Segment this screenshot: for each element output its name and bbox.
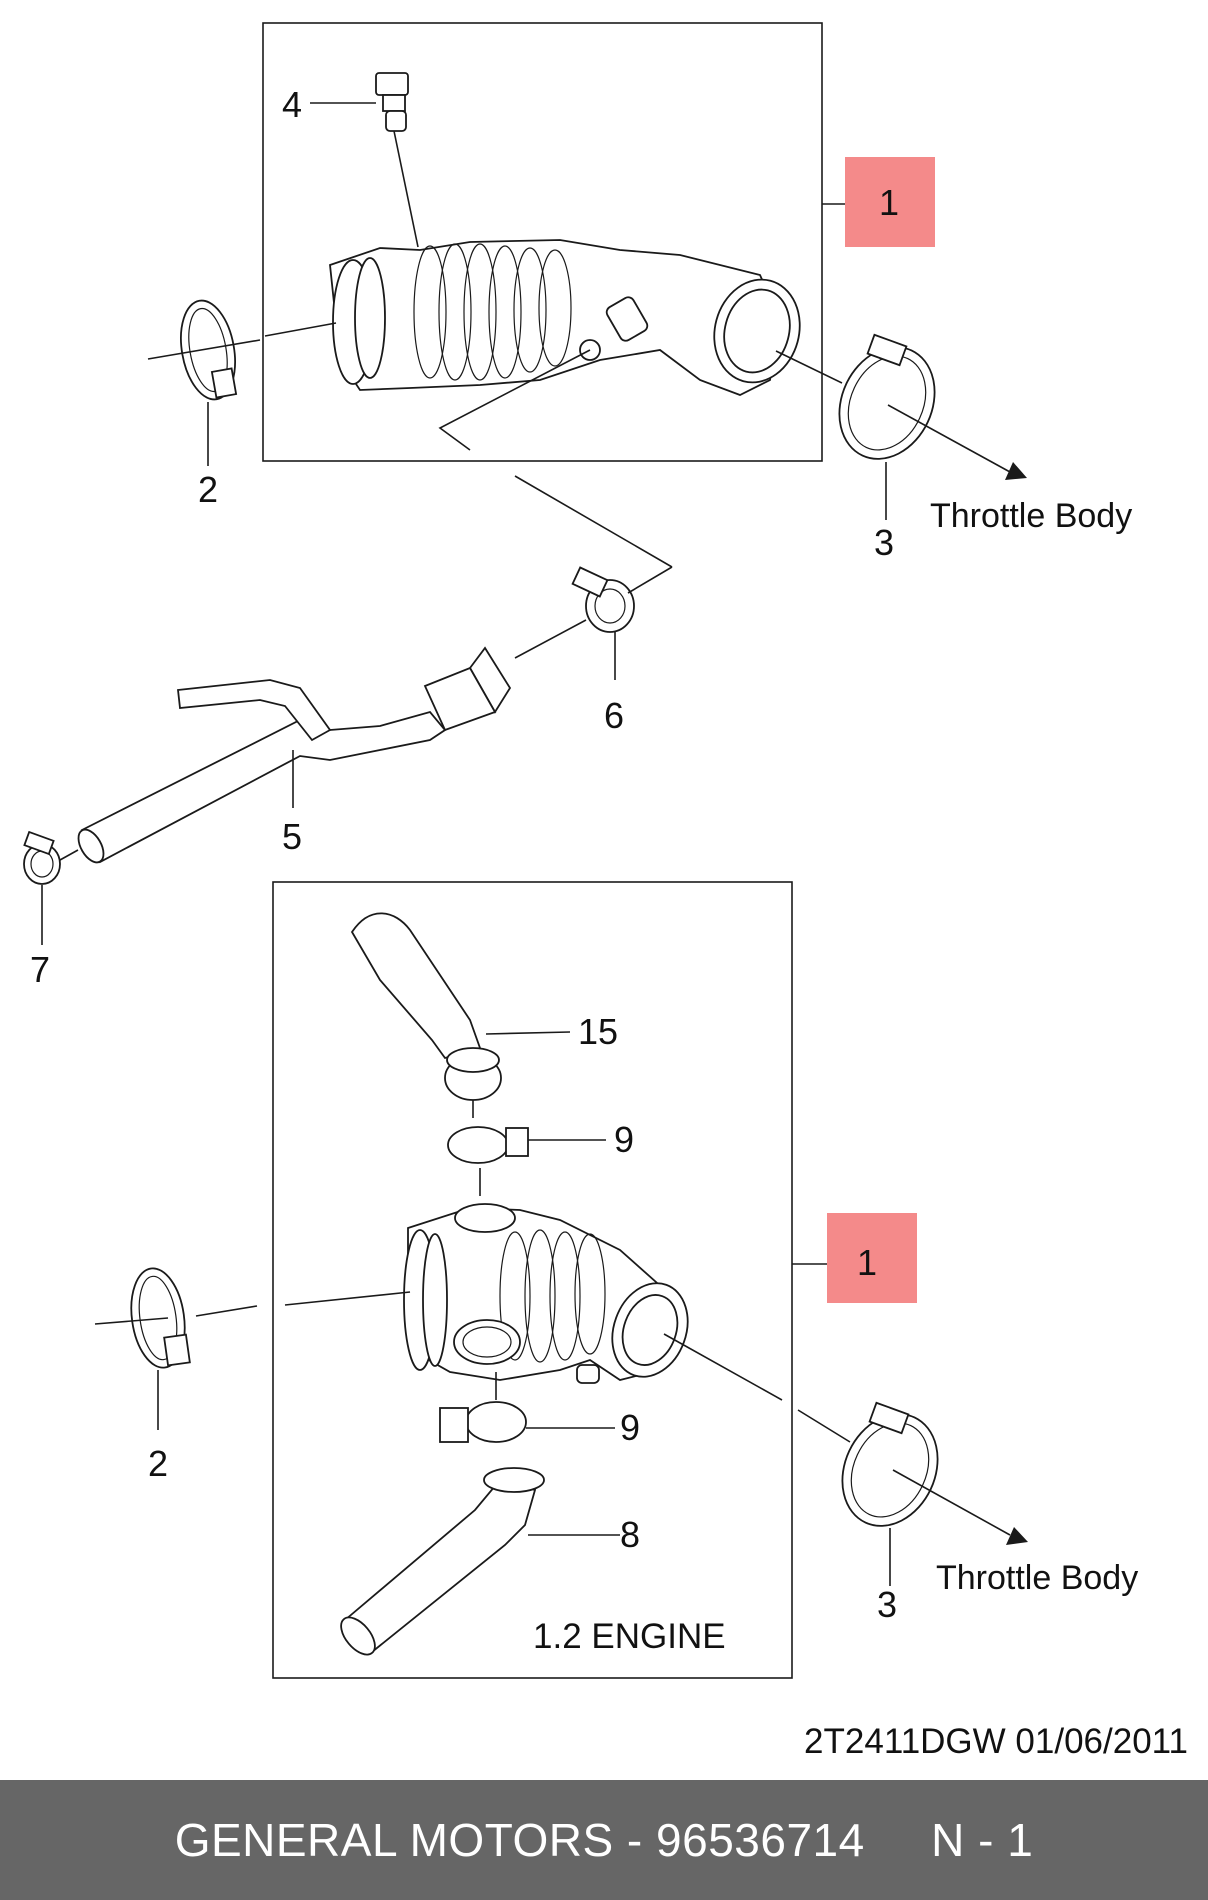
intake-hose-bottom (284, 1203, 783, 1401)
hose-part-5 (77, 646, 512, 864)
throttle-body-label-top: Throttle Body (930, 497, 1132, 535)
clamp-part-9-upper (447, 1126, 606, 1196)
callout-1-bottom: 1 (857, 1242, 877, 1283)
footer-bar: GENERAL MOTORS - 96536714 N - 1 (0, 1780, 1208, 1900)
callout-2-top: 2 (198, 469, 218, 510)
callout-7: 7 (30, 949, 50, 990)
callout-9-lower: 9 (620, 1407, 640, 1448)
engine-label: 1.2 ENGINE (533, 1617, 726, 1656)
clamp-part-9-lower (439, 1372, 615, 1443)
callout-3-bottom: 3 (877, 1584, 897, 1625)
callout-1-top: 1 (879, 182, 899, 223)
hose-part-15 (350, 912, 571, 1118)
sensor-part-4 (310, 72, 419, 248)
hose-part-8 (340, 1467, 620, 1656)
callout-8: 8 (620, 1514, 640, 1555)
callout-1-top-highlight (845, 157, 935, 247)
throttle-body-label-bottom: Throttle Body (936, 1559, 1138, 1597)
bottom-assembly-frame (272, 881, 793, 1679)
callout-1-bottom-highlight (827, 1213, 917, 1303)
callout-3-top: 3 (874, 522, 894, 563)
clamp-part-6 (514, 566, 673, 680)
callout-5: 5 (282, 816, 302, 857)
top-assembly-frame (262, 22, 823, 462)
clamp-part-3-top (775, 333, 1027, 520)
intake-hose-top (264, 239, 801, 451)
diagram-code-date: 2T2411DGW 01/06/2011 (804, 1722, 1188, 1761)
clamp-part-3-bottom (797, 1401, 1028, 1586)
callout-2-bottom: 2 (148, 1443, 168, 1484)
parts-diagram: 1 4 2 (23, 22, 1138, 1679)
clamp-part-2-top (147, 299, 261, 466)
callout-4: 4 (282, 84, 302, 125)
clamp-part-7 (23, 830, 79, 945)
footer-title: GENERAL MOTORS - 96536714 N - 1 (174, 1814, 1034, 1866)
clamp-part-2-bottom (94, 1267, 258, 1430)
callout-15: 15 (578, 1011, 618, 1052)
callout-6: 6 (604, 695, 624, 736)
callout-9-upper: 9 (614, 1119, 634, 1160)
